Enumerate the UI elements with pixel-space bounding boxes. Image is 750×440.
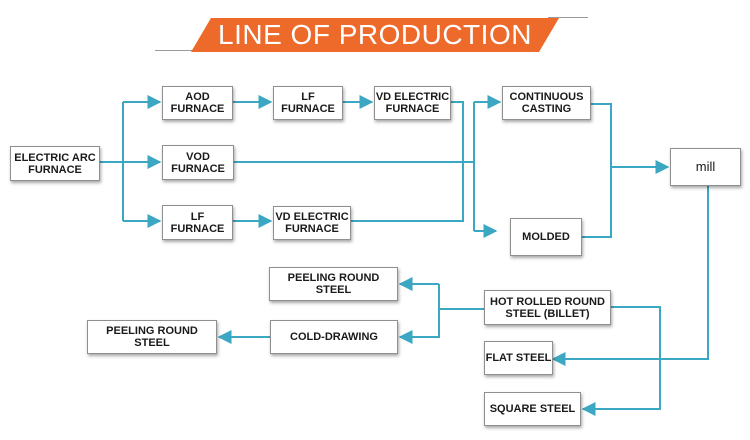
node-label: SQUARE STEEL: [489, 403, 576, 415]
connector-mill-to-flat-steel: [551, 186, 709, 366]
title-banner: LINE OF PRODUCTION: [191, 18, 559, 52]
node-label: mill: [695, 159, 716, 174]
node-lf-furnace-top: LF FURNACE: [273, 86, 343, 120]
title-rule-right: [548, 17, 588, 18]
node-label: PEELING ROUND STEEL: [287, 272, 380, 296]
connector-hot-rolled-to-square-steel: [581, 306, 661, 416]
node-label: CONTINUOUS CASTING: [509, 91, 584, 115]
node-label: VD ELECTRIC FURNACE: [375, 91, 450, 115]
node-peeling-round-steel-left: PEELING ROUND STEEL: [87, 320, 217, 354]
node-electric-arc-furnace: ELECTRIC ARC FURNACE: [10, 146, 100, 181]
node-continuous-casting: CONTINUOUS CASTING: [502, 86, 591, 120]
node-label: ELECTRIC ARC FURNACE: [14, 151, 96, 176]
connector-to-cold-drawing: [398, 309, 440, 344]
node-label: PEELING ROUND STEEL: [106, 325, 198, 349]
node-aod-furnace: AOD FURNACE: [162, 86, 233, 120]
node-hot-rolled-round-steel: HOT ROLLED ROUND STEEL (BILLET): [484, 290, 611, 325]
title-rule-left: [155, 50, 200, 51]
node-flat-steel: FLAT STEEL: [484, 341, 553, 375]
connector-hot-rolled-branch: [438, 284, 484, 310]
connector-casting-to-mill: [591, 103, 670, 174]
node-label: VD ELECTRIC FURNACE: [275, 211, 349, 235]
node-lf-furnace-bottom: LF FURNACE: [162, 205, 233, 240]
node-label: LF FURNACE: [170, 210, 225, 235]
node-label: COLD-DRAWING: [290, 331, 378, 343]
node-peeling-round-steel-top: PEELING ROUND STEEL: [269, 267, 398, 301]
title-banner-shape: [191, 18, 559, 52]
node-cold-drawing: COLD-DRAWING: [270, 320, 398, 354]
node-label: MOLDED: [522, 231, 570, 243]
node-mill: mill: [670, 148, 741, 186]
node-vod-furnace: VOD FURNACE: [162, 145, 234, 180]
node-label: HOT ROLLED ROUND STEEL (BILLET): [490, 295, 605, 320]
node-label: LF FURNACE: [281, 91, 335, 115]
node-vd-electric-furnace-top: VD ELECTRIC FURNACE: [374, 86, 451, 120]
page-title: LINE OF PRODUCTION: [218, 19, 532, 50]
node-label: FLAT STEEL: [485, 352, 552, 364]
node-square-steel: SQUARE STEEL: [484, 392, 581, 426]
node-label: VOD FURNACE: [171, 150, 225, 175]
connector-molded-to-mill: [582, 167, 612, 238]
node-label: AOD FURNACE: [170, 91, 225, 115]
node-molded: MOLDED: [510, 218, 582, 256]
node-vd-electric-furnace-bottom: VD ELECTRIC FURNACE: [273, 206, 351, 240]
